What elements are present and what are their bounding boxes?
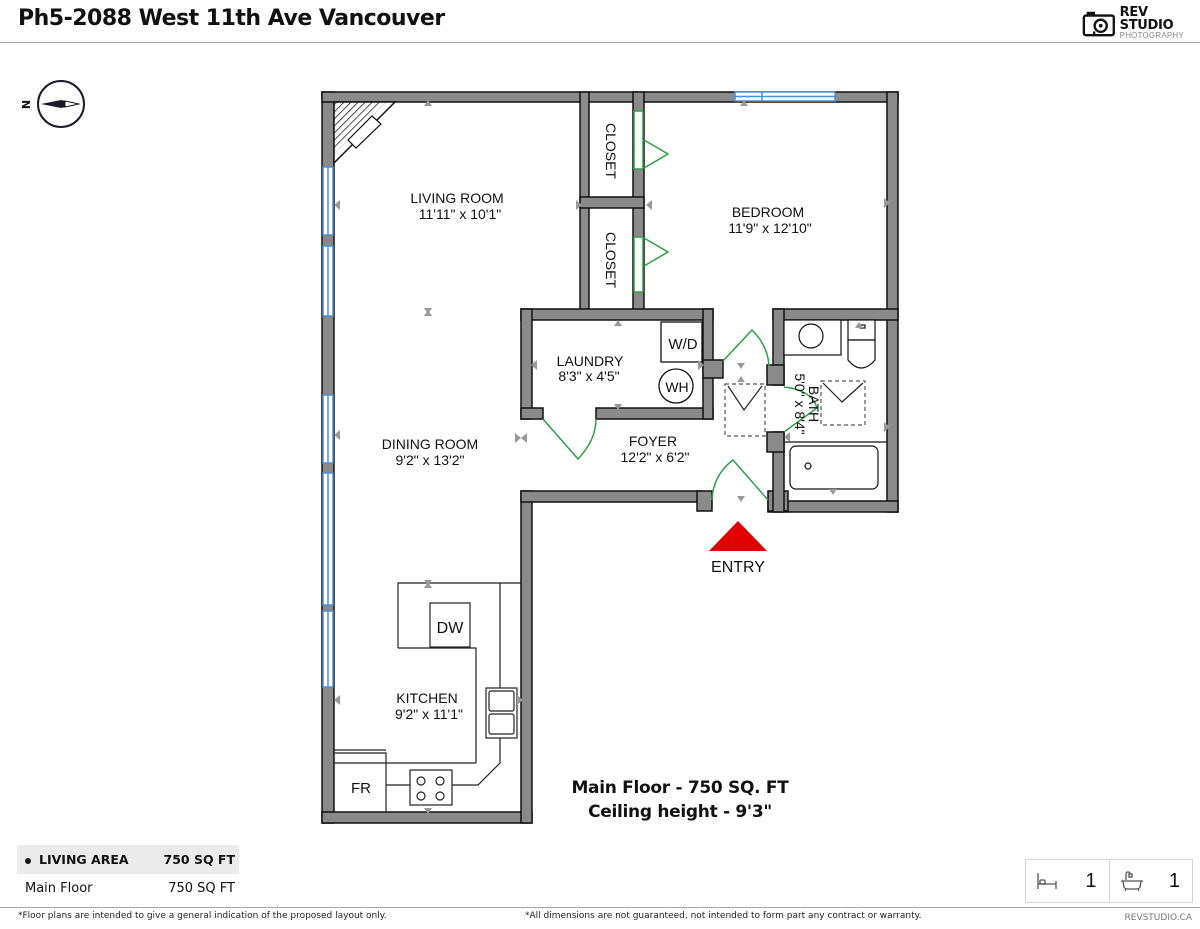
skylights (724, 380, 866, 437)
fixture-fridge: FR (351, 780, 371, 797)
room-name-closet-1: CLOSET (603, 123, 619, 179)
floor-area-summary: Main Floor - 750 SQ. FT (571, 778, 789, 798)
bullet-icon (25, 857, 31, 864)
entry-label: ENTRY (711, 559, 765, 576)
bedroom-count-value: 1 (1085, 869, 1097, 892)
room-name-foyer: FOYER (629, 433, 677, 449)
fixture-dishwasher: DW (437, 620, 465, 637)
bedroom-count: 1 (1026, 860, 1109, 902)
closet-doors (633, 110, 670, 293)
windows (322, 91, 836, 688)
brand-logo: REV STUDIO PHOTOGRAPHY (1082, 6, 1200, 40)
disclaimer-left: *Floor plans are intended to give a gene… (18, 911, 387, 921)
dimension-markers (334, 100, 890, 814)
living-area-table: LIVING AREA 750 SQ FT Main Floor 750 SQ … (17, 845, 239, 903)
room-name-laundry: LAUNDRY (557, 353, 624, 369)
living-area-value: 750 SQ FT (163, 852, 236, 867)
room-size-living: 11'11" x 10'1" (419, 206, 502, 222)
room-name-bath: BATH (806, 386, 822, 422)
laundry-fixtures (658, 321, 703, 404)
fixture-washer-dryer: W/D (668, 336, 697, 353)
compass: N (20, 78, 87, 130)
brand-name: REV STUDIO (1119, 5, 1174, 33)
disclaimer-right: *All dimensions are not guaranteed, not … (525, 911, 922, 921)
room-size-dining: 9'2" x 13'2" (396, 452, 465, 468)
room-name-living: LIVING ROOM (410, 190, 503, 206)
camera-icon (1082, 11, 1115, 37)
bath-fixtures (783, 319, 887, 490)
floor-label: Main Floor (25, 881, 93, 896)
brand-subtitle: PHOTOGRAPHY (1119, 31, 1184, 40)
room-counts: 1 1 (1025, 859, 1193, 903)
ceiling-height-summary: Ceiling height - 9'3" (588, 802, 772, 822)
fixture-water-heater: WH (665, 379, 688, 395)
bed-icon (1037, 873, 1057, 889)
header-divider (0, 42, 1200, 43)
room-size-foyer: 12'2" x 6'2" (621, 449, 690, 465)
footer-divider (0, 907, 1200, 908)
living-area-label: LIVING AREA (39, 852, 129, 867)
room-name-closet-2: CLOSET (603, 232, 619, 288)
room-size-bedroom: 11'9" x 12'10" (728, 220, 812, 236)
floor-summary: Main Floor - 750 SQ. FT Ceiling height -… (560, 776, 800, 824)
bathtub-icon (1120, 871, 1143, 892)
living-area-header: LIVING AREA 750 SQ FT (17, 845, 239, 874)
website-link[interactable]: REVSTUDIO.CA (1124, 913, 1193, 923)
swing-doors (542, 328, 818, 501)
room-size-kitchen: 9'2" x 11'1" (395, 706, 463, 722)
fireplace (333, 101, 397, 165)
room-name-bedroom: BEDROOM (732, 204, 804, 220)
floor-value: 750 SQ FT (168, 881, 235, 896)
room-size-laundry: 8'3" x 4'5" (558, 368, 619, 384)
compass-icon (37, 80, 86, 128)
bathroom-count-value: 1 (1168, 869, 1180, 892)
room-name-kitchen: KITCHEN (396, 690, 457, 706)
entry-arrow-icon (709, 521, 767, 551)
table-row: Main Floor 750 SQ FT (17, 874, 239, 903)
page-title: Ph5-2088 West 11th Ave Vancouver (18, 6, 445, 31)
room-name-dining: DINING ROOM (382, 436, 478, 452)
kitchen-fixtures (333, 582, 521, 812)
bathroom-count: 1 (1108, 860, 1193, 902)
room-size-bath: 5'0" x 8'4" (792, 373, 808, 434)
